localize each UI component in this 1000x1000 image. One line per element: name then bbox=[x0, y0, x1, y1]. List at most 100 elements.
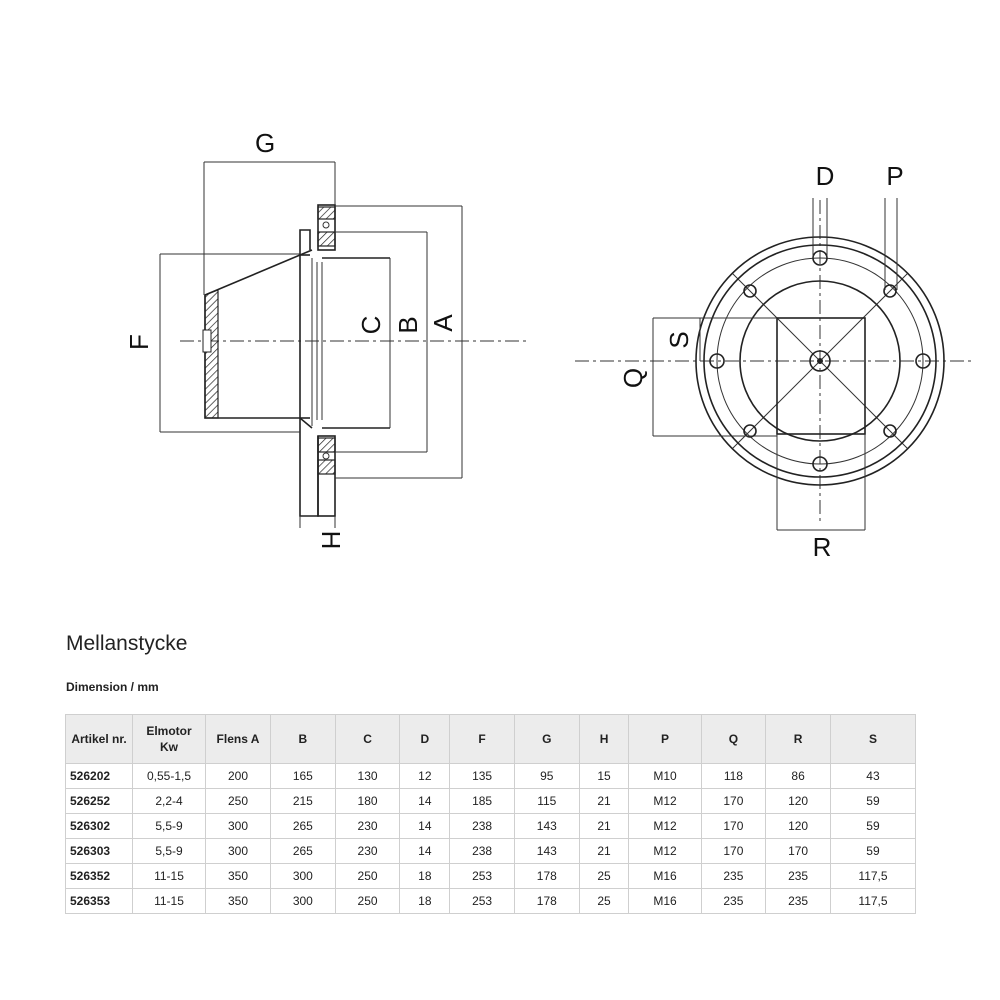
cell: 526353 bbox=[65, 888, 133, 914]
cell: 18 bbox=[399, 863, 451, 889]
cell: 185 bbox=[449, 788, 515, 814]
table-row: 526202 0,55-1,5 200 165 130 12 135 95 15… bbox=[65, 763, 917, 789]
header-r: R bbox=[765, 714, 831, 764]
cell: 21 bbox=[578, 813, 630, 839]
cell: 180 bbox=[334, 788, 401, 814]
cell: 135 bbox=[449, 763, 515, 789]
cell: M16 bbox=[628, 863, 702, 889]
table-row: 526352 11-15 350 300 250 18 253 178 25 M… bbox=[65, 863, 917, 889]
cell: 14 bbox=[399, 813, 451, 839]
cell: 526303 bbox=[65, 838, 133, 864]
cell: 253 bbox=[449, 863, 515, 889]
header-s: S bbox=[829, 714, 917, 764]
cell: 215 bbox=[270, 788, 336, 814]
page-title: Mellanstycke bbox=[66, 632, 188, 655]
table-row: 526252 2,2-4 250 215 180 14 185 115 21 M… bbox=[65, 788, 917, 814]
cell: 178 bbox=[513, 888, 580, 914]
cell: M12 bbox=[628, 838, 702, 864]
cell: 238 bbox=[449, 838, 515, 864]
cell: 59 bbox=[829, 838, 917, 864]
header-g: G bbox=[513, 714, 580, 764]
label-H: H bbox=[316, 531, 346, 550]
dimension-subtitle: Dimension / mm bbox=[66, 680, 159, 694]
label-R: R bbox=[813, 532, 832, 562]
cell: 5,5-9 bbox=[132, 813, 206, 839]
header-b: B bbox=[270, 714, 336, 764]
cell: 235 bbox=[765, 863, 831, 889]
cell: 14 bbox=[399, 838, 451, 864]
cell: 265 bbox=[270, 838, 336, 864]
cell: 300 bbox=[270, 863, 336, 889]
cell: 59 bbox=[829, 788, 917, 814]
cell: 115 bbox=[513, 788, 580, 814]
header-q: Q bbox=[700, 714, 767, 764]
cell: 300 bbox=[270, 888, 336, 914]
cell: 130 bbox=[334, 763, 401, 789]
cell: 117,5 bbox=[829, 888, 917, 914]
cell: 165 bbox=[270, 763, 336, 789]
cell: 117,5 bbox=[829, 863, 917, 889]
cell: 5,5-9 bbox=[132, 838, 206, 864]
cell: M12 bbox=[628, 813, 702, 839]
cell: 14 bbox=[399, 788, 451, 814]
cell: 238 bbox=[449, 813, 515, 839]
cell: 0,55-1,5 bbox=[132, 763, 206, 789]
cell: 11-15 bbox=[132, 888, 206, 914]
cell: 230 bbox=[334, 813, 401, 839]
cell: 21 bbox=[578, 788, 630, 814]
cell: 350 bbox=[205, 863, 271, 889]
cell: 95 bbox=[513, 763, 580, 789]
header-c: C bbox=[334, 714, 401, 764]
cell: 86 bbox=[765, 763, 831, 789]
cell: 178 bbox=[513, 863, 580, 889]
cell: 265 bbox=[270, 813, 336, 839]
cell: 170 bbox=[700, 813, 767, 839]
cell: M10 bbox=[628, 763, 702, 789]
cell: 235 bbox=[700, 888, 767, 914]
table-header-row: Artikel nr. Elmotor Kw Flens A B C D F G… bbox=[65, 714, 917, 764]
cell: 143 bbox=[513, 838, 580, 864]
header-h: H bbox=[578, 714, 630, 764]
cell: 2,2-4 bbox=[132, 788, 206, 814]
label-A: A bbox=[428, 314, 458, 332]
cell: 143 bbox=[513, 813, 580, 839]
label-C: C bbox=[356, 316, 386, 335]
side-view: G F C B A H bbox=[124, 128, 530, 549]
table-row: 526302 5,5-9 300 265 230 14 238 143 21 M… bbox=[65, 813, 917, 839]
header-f: F bbox=[449, 714, 515, 764]
table-row: 526353 11-15 350 300 250 18 253 178 25 M… bbox=[65, 888, 917, 914]
cell: 300 bbox=[205, 838, 271, 864]
cell: 250 bbox=[334, 863, 401, 889]
cell: 118 bbox=[700, 763, 767, 789]
cell: 21 bbox=[578, 838, 630, 864]
cell: 18 bbox=[399, 888, 451, 914]
cell: 12 bbox=[399, 763, 451, 789]
header-flens-a: Flens A bbox=[205, 714, 271, 764]
cell: 120 bbox=[765, 788, 831, 814]
cell: 526302 bbox=[65, 813, 133, 839]
label-F: F bbox=[124, 334, 154, 350]
header-artikel: Artikel nr. bbox=[65, 714, 133, 764]
label-P: P bbox=[886, 161, 903, 191]
cell: 250 bbox=[334, 888, 401, 914]
cell: M16 bbox=[628, 888, 702, 914]
header-d: D bbox=[399, 714, 451, 764]
cell: 25 bbox=[578, 863, 630, 889]
cell: 235 bbox=[700, 863, 767, 889]
header-p: P bbox=[628, 714, 702, 764]
cell: 526202 bbox=[65, 763, 133, 789]
cell: 15 bbox=[578, 763, 630, 789]
label-Q: Q bbox=[618, 368, 648, 388]
table-row: 526303 5,5-9 300 265 230 14 238 143 21 M… bbox=[65, 838, 917, 864]
cell: 235 bbox=[765, 888, 831, 914]
cell: 230 bbox=[334, 838, 401, 864]
cell: 43 bbox=[829, 763, 917, 789]
label-D: D bbox=[816, 161, 835, 191]
cell: 170 bbox=[700, 788, 767, 814]
cell: 59 bbox=[829, 813, 917, 839]
technical-drawing: G F C B A H bbox=[124, 128, 975, 562]
cell: 253 bbox=[449, 888, 515, 914]
cell: 25 bbox=[578, 888, 630, 914]
front-view: D P S Q R bbox=[575, 161, 975, 562]
cell: 526352 bbox=[65, 863, 133, 889]
